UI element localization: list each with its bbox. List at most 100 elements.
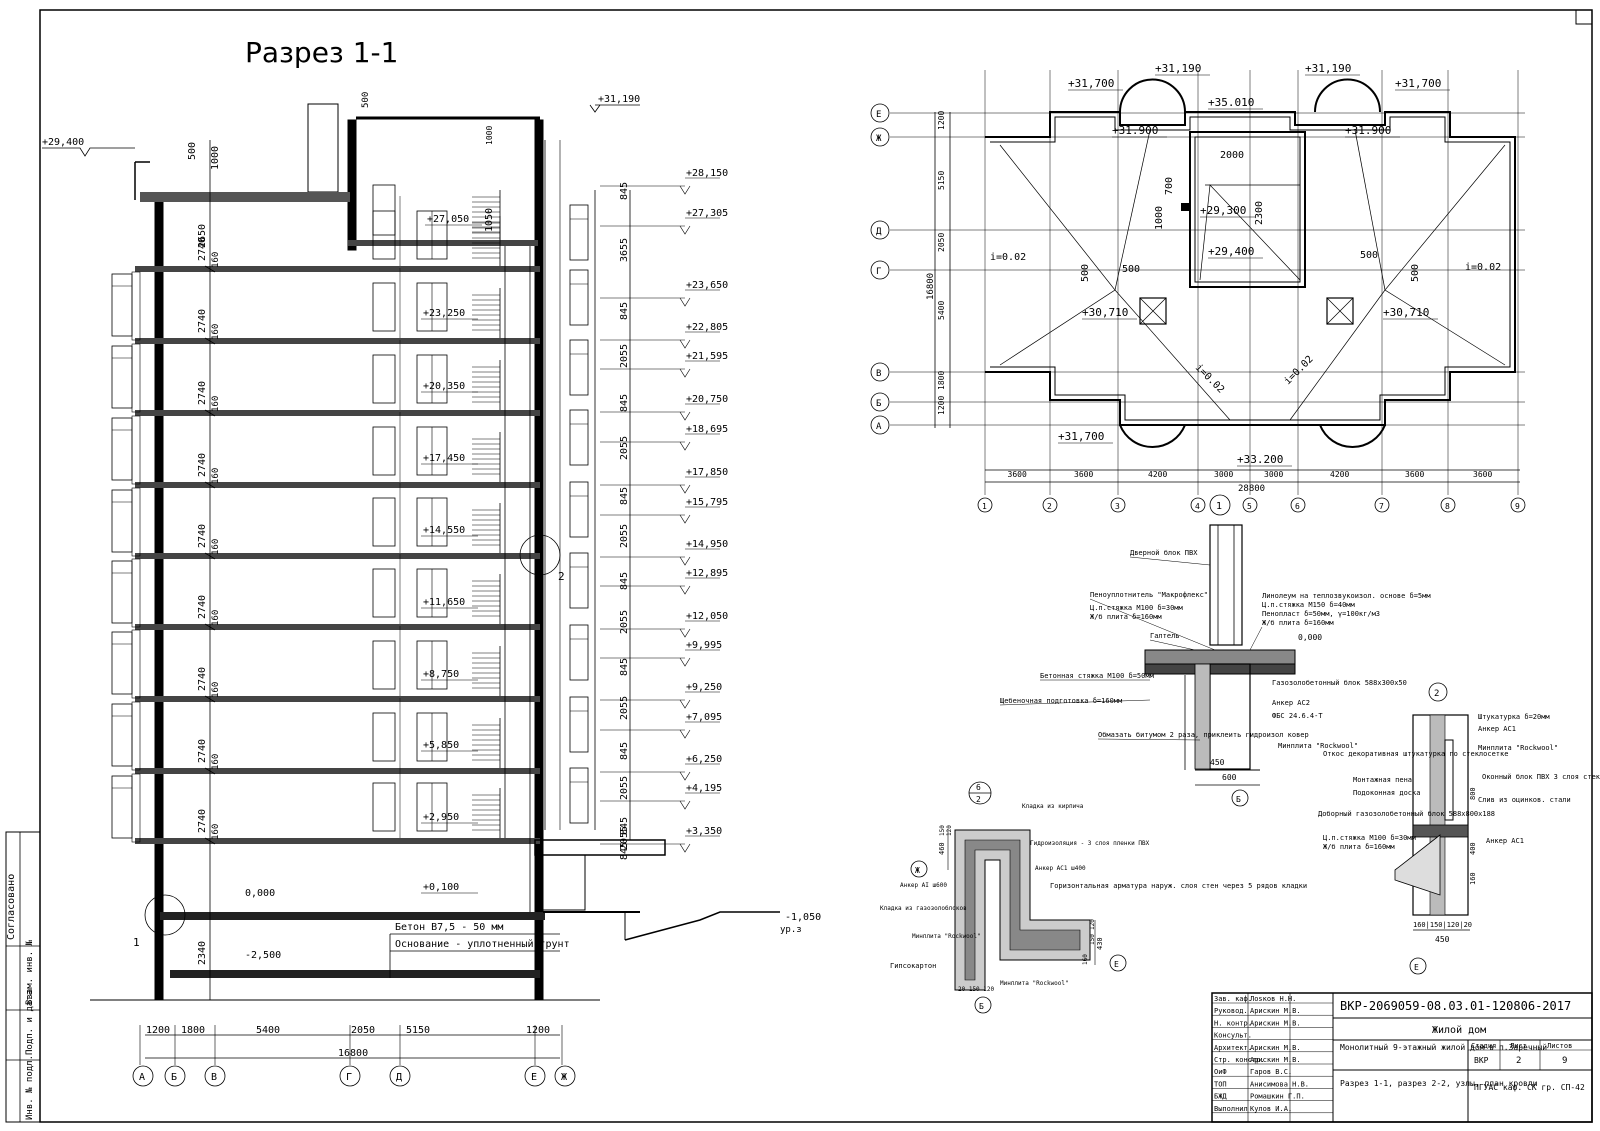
bay-arc-3 — [1119, 424, 1186, 448]
tb-role: Стр. констр. — [1214, 1056, 1265, 1064]
elev-inner: +23,250 — [423, 308, 465, 319]
dim-right: 2055 — [619, 436, 630, 460]
floor-dim: 2740 — [197, 309, 208, 333]
node2labels-label: Монтажная пена — [1353, 776, 1412, 784]
tb-name: Арискин М.В. — [1250, 1044, 1301, 1052]
node1-axis: Б — [1236, 795, 1241, 804]
dim-top-2650: 2650 — [197, 224, 208, 248]
tb-role: Архитект. — [1214, 1044, 1252, 1052]
plan-elev-e10: +30,710 — [1082, 306, 1128, 319]
node1labels-label: Щебеночная подготовка δ=160мм — [1000, 697, 1123, 705]
shaft-wall — [347, 119, 357, 251]
dim-1000: 1000 — [1154, 206, 1165, 230]
node3labels-label: Гидроизоляция - 3 слоя пленки ПВХ — [1030, 840, 1150, 847]
concrete-note: Бетон В7,5 - 50 мм — [395, 922, 503, 933]
plan-row-axis: Б — [876, 399, 881, 409]
dim-500d: 500 — [1410, 264, 1421, 282]
plan-row-axis: Е — [876, 110, 881, 120]
dim-basement: 2340 — [197, 941, 208, 965]
slab — [135, 410, 540, 416]
node1-d450: 450 — [1210, 758, 1225, 767]
node2-d160: 160 — [1469, 872, 1477, 885]
base-note: Основание - уплотненный грунт — [395, 938, 570, 950]
dim-right: 845 — [619, 394, 630, 412]
dim-top-1000: 1000 — [210, 146, 221, 170]
plan-left-dim: 1200 — [937, 111, 946, 130]
facade-window — [569, 552, 589, 609]
plan-elev-e11: +30,710 — [1383, 306, 1429, 319]
slab — [135, 338, 540, 344]
floor-dim: 2740 — [197, 595, 208, 619]
section-bottom-dim: 1200 — [526, 1025, 550, 1036]
elev-inner: +0,100 — [423, 882, 459, 893]
elev-right: +21,595 — [686, 351, 728, 362]
dim-500b: 500 — [1122, 264, 1140, 275]
section-bottom-total: 16800 — [338, 1048, 368, 1059]
side-stamp: Согласовано Инв. № подл. Подп. и дата Вз… — [5, 831, 41, 1123]
tb-sheets: 9 — [1562, 1056, 1567, 1066]
dim-right: 2055 — [619, 826, 630, 850]
node3labels-label: Минплита "Rockwool" — [912, 933, 981, 940]
floor-dim: 2740 — [197, 453, 208, 477]
elev-inner: +14,550 — [423, 525, 465, 536]
tb-sheet-head: Лист — [1510, 1042, 1527, 1050]
node2-d800: 800 — [1469, 787, 1477, 800]
elev-right: +18,695 — [686, 424, 728, 435]
section-bottom-dim: 5150 — [406, 1025, 430, 1036]
node1-mark: 1 — [1216, 501, 1222, 512]
facade-window — [569, 409, 589, 466]
section-axis: Ж — [561, 1072, 567, 1083]
plan-left-dim: 5150 — [937, 171, 946, 190]
plan-elev-e6: +31.900 — [1112, 124, 1158, 137]
node1labels-label: Ц.п.стяжка М150 δ=40мм — [1262, 601, 1356, 609]
plan-elev-e5: +31,700 — [1395, 77, 1441, 90]
plan-elev-e12: +31,700 — [1058, 430, 1104, 443]
node1labels-label: Ж/б плита δ=160мм — [1262, 619, 1334, 627]
dim-right: 845 — [619, 572, 630, 590]
callout-1: 1 — [133, 936, 140, 949]
node3-mark-top: 6 — [976, 783, 981, 792]
bay-arc-4 — [1319, 424, 1386, 448]
node1labels-label: Галтель — [1150, 632, 1180, 640]
elev-right: +4,195 — [686, 783, 722, 794]
section-bottom-dim: 1200 — [146, 1025, 170, 1036]
node2labels-label: Анкер АС1 — [1486, 837, 1524, 845]
tb-role: Зав. каф. — [1214, 995, 1252, 1003]
facade-window — [569, 481, 589, 538]
slab — [135, 696, 540, 702]
tb-sheet-title: Разрез 1-1, разрез 2-2, узлы, план кровл… — [1340, 1079, 1538, 1088]
node1labels-label: Обмазать битумом 2 раза, приклеить гидро… — [1098, 731, 1309, 739]
elev-inner: +2,950 — [423, 812, 459, 823]
plan-row-axis: В — [876, 369, 881, 379]
section-axis: А — [139, 1072, 145, 1083]
slab — [135, 266, 540, 272]
bay-window — [111, 560, 133, 624]
node1labels-label: ФБС 24.6.4-Т — [1272, 712, 1323, 720]
stairs — [472, 190, 531, 912]
node3-d150b: 150 — [1089, 934, 1096, 945]
facade-window — [569, 204, 589, 261]
elev-inner: +5,850 — [423, 740, 459, 751]
section-title: Разрез 1-1 — [245, 36, 398, 69]
node-3: 6 2 460 150 120 430 160 150 120 20 150 1… — [880, 781, 1307, 1014]
plan-row-axis: А — [876, 422, 882, 432]
bay-window — [111, 631, 133, 695]
plan-elev-e4: +31,190 — [1305, 62, 1351, 75]
node-2: 2 160|150|120|20 450 800 400 160 Е Штука… — [1318, 682, 1600, 975]
plan-elev-e13: +33.200 — [1237, 453, 1283, 466]
dim-500c: 500 — [1360, 250, 1378, 261]
dim-500a: 500 — [1080, 264, 1091, 282]
plan-elevations: +31,700+31,190+35.010+31,190+31,700+31.9… — [1058, 62, 1450, 467]
node1labels-label: Ж/б плита δ=160мм — [1090, 613, 1162, 621]
plan-col-axis: 7 — [1379, 502, 1384, 511]
elev-basement: -2,500 — [245, 950, 281, 961]
dim-right: 845 — [619, 742, 630, 760]
node3-d120: 120 — [946, 825, 953, 836]
node1labels-label: Пенопласт δ=50мм, γ=100кг/м3 — [1262, 610, 1380, 618]
node3-mark-bottom: 2 — [976, 795, 981, 804]
floor-dim: 2740 — [197, 739, 208, 763]
node2labels-label: Оконный блок ПВХ 3 слоя стекла — [1482, 773, 1600, 781]
callout-2: 2 — [558, 570, 565, 583]
right-wall — [534, 119, 544, 1001]
